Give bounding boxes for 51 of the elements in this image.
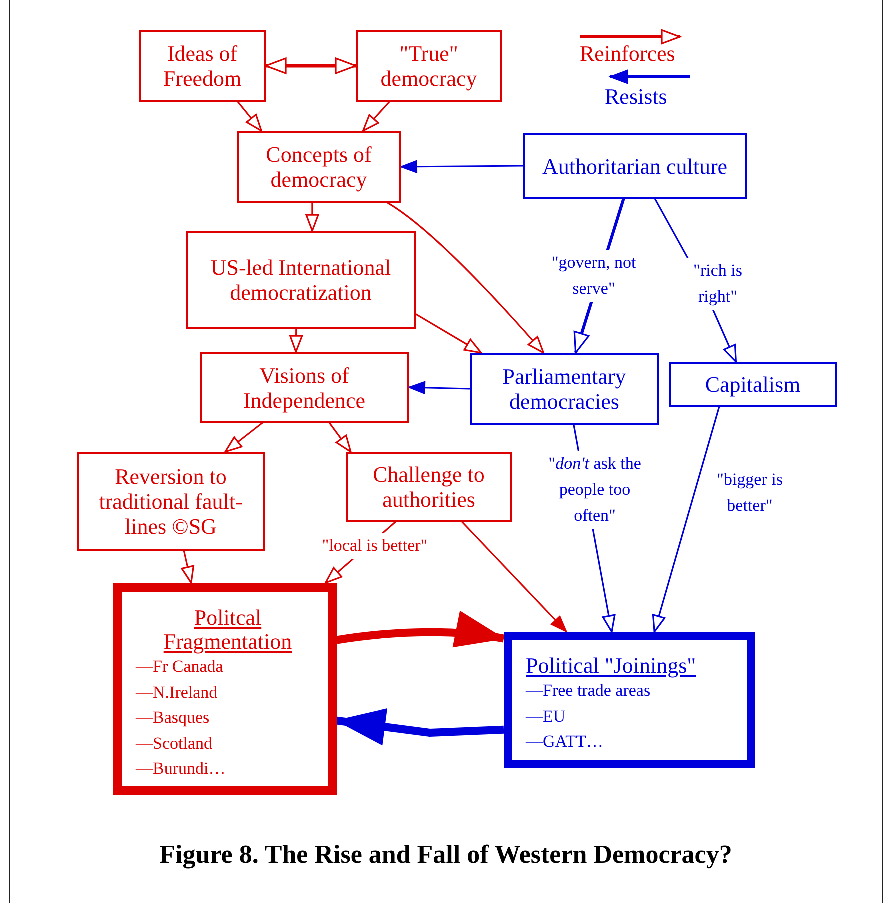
arrow bbox=[408, 381, 470, 394]
list-item: —Burundi… bbox=[136, 758, 226, 780]
arrow bbox=[336, 708, 504, 746]
list-box bbox=[113, 583, 337, 795]
list-item: —EU bbox=[526, 706, 566, 728]
node-label: US-led International democratization bbox=[210, 255, 392, 305]
concept-box bbox=[346, 452, 512, 522]
list-item: —GATT… bbox=[526, 731, 604, 753]
list-heading: Political "Joinings" bbox=[526, 654, 696, 678]
arrow bbox=[290, 329, 304, 353]
arrow bbox=[328, 422, 352, 453]
legend-label: Reinforces bbox=[580, 42, 676, 66]
arrow bbox=[462, 521, 568, 633]
arrow bbox=[416, 314, 482, 354]
list-heading: Politcal Fragmentation bbox=[162, 606, 294, 654]
concept-box bbox=[139, 30, 266, 102]
arrow bbox=[306, 203, 320, 232]
list-item: —Scotland bbox=[136, 732, 212, 754]
arrow bbox=[652, 406, 720, 633]
concept-box bbox=[237, 131, 401, 203]
node-label: Capitalism bbox=[705, 372, 801, 397]
concept-box bbox=[77, 452, 265, 551]
list-item: —N.Ireland bbox=[136, 682, 218, 704]
node-label: Visions of Independence bbox=[242, 362, 367, 412]
node-label: Ideas of Freedom bbox=[162, 41, 243, 91]
concept-box bbox=[186, 231, 416, 329]
concept-box bbox=[669, 362, 837, 407]
list-box bbox=[504, 632, 755, 768]
node-label: Parliamentary democracies bbox=[502, 364, 628, 414]
arrow bbox=[400, 160, 523, 174]
caption: Figure 8. The Rise and Fall of Western Democracy? bbox=[158, 840, 734, 870]
arrow bbox=[336, 612, 505, 649]
node-label: Challenge to authorities bbox=[372, 462, 486, 512]
arrow bbox=[362, 101, 390, 132]
list-item: —Free trade areas bbox=[526, 680, 651, 702]
concept-box bbox=[356, 30, 502, 102]
list-item: —Fr Canada bbox=[136, 656, 224, 678]
arrow bbox=[265, 58, 357, 74]
arrow bbox=[224, 422, 264, 453]
arrow bbox=[237, 102, 262, 132]
node-label: Reversion to traditional fault-lines ©SG bbox=[98, 464, 244, 539]
legend-label: Resists bbox=[605, 85, 668, 109]
node-label: "True" democracy bbox=[380, 41, 478, 91]
concept-box bbox=[200, 352, 409, 423]
node-label: Authoritarian culture bbox=[542, 154, 728, 178]
node-label: Concepts of democracy bbox=[265, 142, 373, 192]
concept-box bbox=[523, 133, 747, 199]
arrow bbox=[181, 550, 195, 584]
arrow bbox=[387, 202, 544, 354]
concept-box bbox=[470, 353, 659, 425]
list-item: —Basques bbox=[136, 707, 210, 729]
